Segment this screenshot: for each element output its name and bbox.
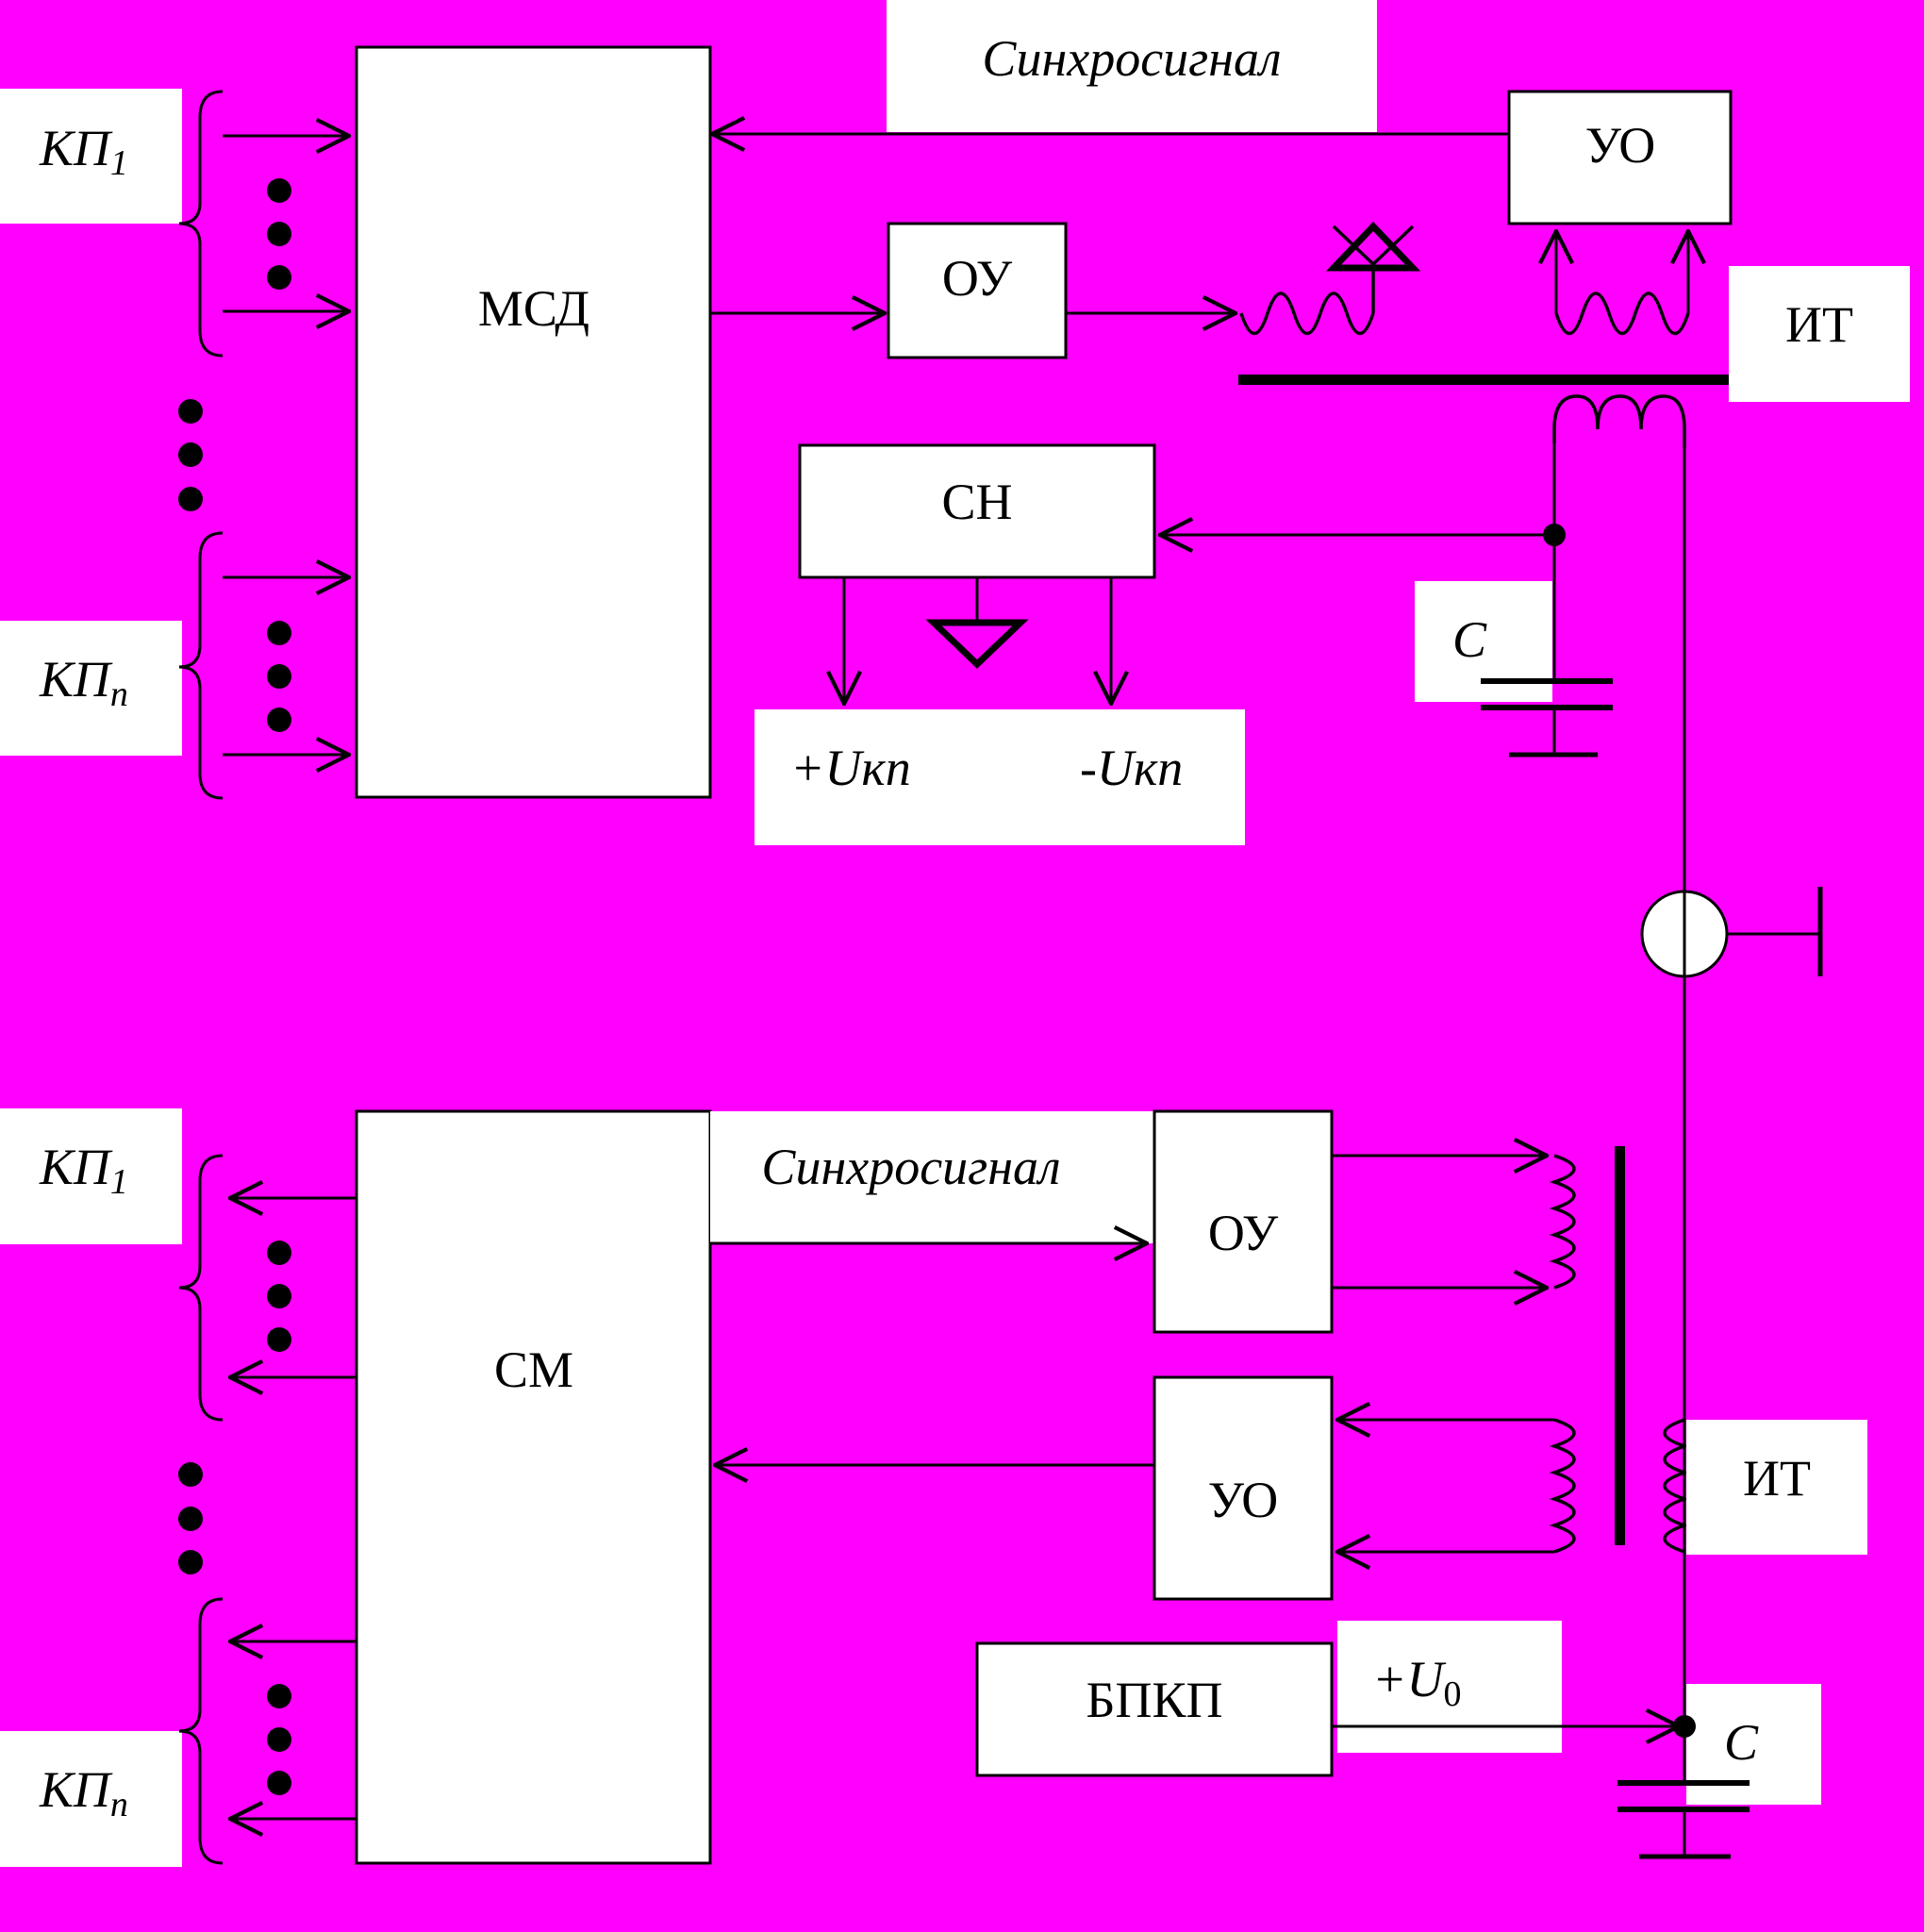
bottom-output-arrows xyxy=(230,1198,357,1819)
top-winding-left xyxy=(1239,291,1375,335)
bottom-kpn-label: КПn xyxy=(39,1761,128,1824)
ukp-box xyxy=(755,709,1245,845)
top-sync-label: Синхросигнал xyxy=(982,30,1281,87)
top-brace-n xyxy=(178,531,224,800)
msd-label: МСД xyxy=(478,280,589,337)
bottom-kpn-box xyxy=(0,1731,182,1867)
sn-label: СН xyxy=(941,474,1012,530)
bottom-uo-label: УО xyxy=(1208,1472,1279,1528)
bpkp-label: БПКП xyxy=(1086,1672,1222,1728)
top-c-label: С xyxy=(1452,611,1487,668)
bottom-brace-n xyxy=(178,1597,224,1865)
bottom-kp1-label: КП1 xyxy=(39,1139,128,1202)
bottom-brace-1 xyxy=(178,1154,224,1422)
top-input-arrows xyxy=(223,136,349,755)
top-ou-block xyxy=(887,222,1068,359)
top-it-label: ИТ xyxy=(1785,296,1853,353)
bottom-winding-ou xyxy=(1549,1154,1576,1290)
bottom-winding-uo xyxy=(1549,1418,1576,1554)
sm-block xyxy=(355,1109,712,1865)
top-uo-label: УО xyxy=(1585,117,1656,174)
top-it-box xyxy=(1729,266,1910,402)
bottom-ou-label: ОУ xyxy=(1208,1205,1279,1261)
top-kp1-label: КП1 xyxy=(39,120,128,183)
bottom-sync-label: Синхросигнал xyxy=(761,1139,1060,1195)
bottom-uo-block xyxy=(1153,1375,1334,1601)
top-brace-1 xyxy=(178,90,224,358)
bottom-it-box xyxy=(1686,1420,1867,1555)
sm-label: СМ xyxy=(494,1341,573,1398)
top-winding-ground xyxy=(1325,221,1421,272)
top-kp1-box xyxy=(0,89,182,224)
top-ou-label: ОУ xyxy=(942,250,1013,307)
top-winding-right xyxy=(1554,291,1690,335)
ukp-minus-label: -Uкп xyxy=(1080,740,1183,796)
ukp-plus-label: +Uкп xyxy=(790,740,911,796)
bottom-winding-line xyxy=(1663,1418,1690,1554)
top-winding-secondary xyxy=(1552,394,1686,448)
sn-ground xyxy=(925,619,1029,669)
bottom-ou-block xyxy=(1153,1109,1334,1334)
top-kpn-box xyxy=(0,621,182,756)
u0-label: +U0 xyxy=(1372,1651,1461,1714)
top-transformer-core xyxy=(1238,375,1729,385)
msd-block xyxy=(355,45,712,799)
top-kpn-label: КПn xyxy=(39,651,128,714)
sn-block xyxy=(798,443,1156,579)
bottom-transformer-core xyxy=(1615,1146,1625,1545)
top-uo-block xyxy=(1507,90,1733,225)
bottom-kp1-box xyxy=(0,1108,182,1244)
bottom-sync-box xyxy=(710,1111,1155,1243)
bottom-it-label: ИТ xyxy=(1743,1450,1811,1507)
bpkp-block xyxy=(975,1641,1334,1777)
ellipsis-dots xyxy=(178,178,291,1795)
bottom-c-label: С xyxy=(1724,1714,1759,1771)
u0-box xyxy=(1337,1621,1562,1753)
top-sync-box xyxy=(887,0,1377,132)
top-ground-arrow xyxy=(1332,225,1415,267)
